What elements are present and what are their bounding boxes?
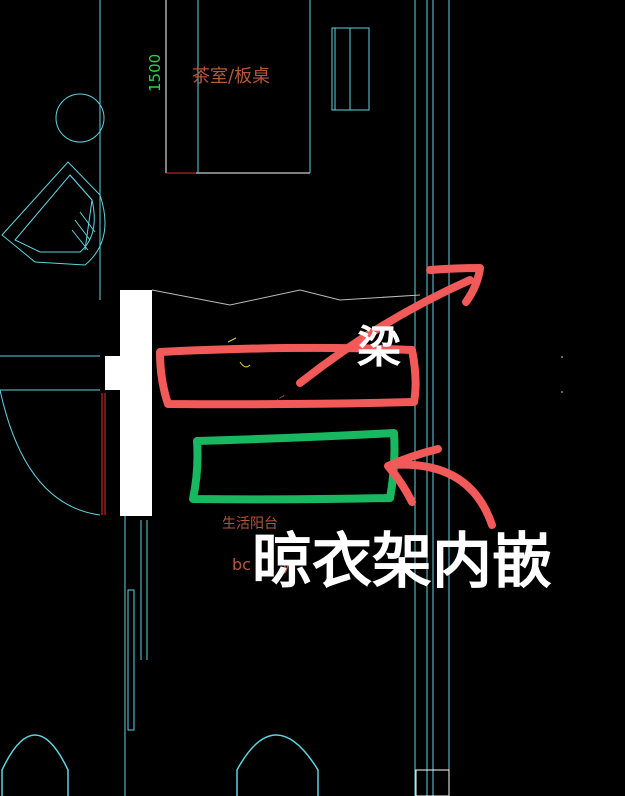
rack-label: 晾衣架内嵌 [252, 527, 552, 597]
lower-arches [1, 734, 319, 796]
balcony-english-label: bc y [232, 555, 291, 574]
beam-arrow [296, 264, 484, 387]
door-swing [0, 355, 106, 516]
rack-outline [189, 429, 399, 504]
tea-room-label: 茶室/板桌 [192, 66, 270, 87]
dimension-label: 1500 [146, 54, 164, 92]
dot-marker [561, 391, 563, 393]
window-frame [415, 769, 450, 796]
lounge-chair [1, 161, 106, 266]
dot-marker [561, 356, 563, 358]
lower-window-lines [124, 516, 148, 796]
break-line [151, 289, 421, 306]
beam-outline [156, 343, 420, 409]
beam-label: 梁 [357, 322, 401, 373]
balcony-label: 生活阳台 [222, 516, 278, 532]
yellow-mark [227, 337, 251, 368]
cabinet [331, 27, 370, 111]
round-stool [55, 93, 105, 143]
tea-table [165, 0, 311, 174]
rack-arrow [384, 445, 496, 529]
wall-block [120, 290, 152, 516]
wall-notch [105, 356, 121, 390]
